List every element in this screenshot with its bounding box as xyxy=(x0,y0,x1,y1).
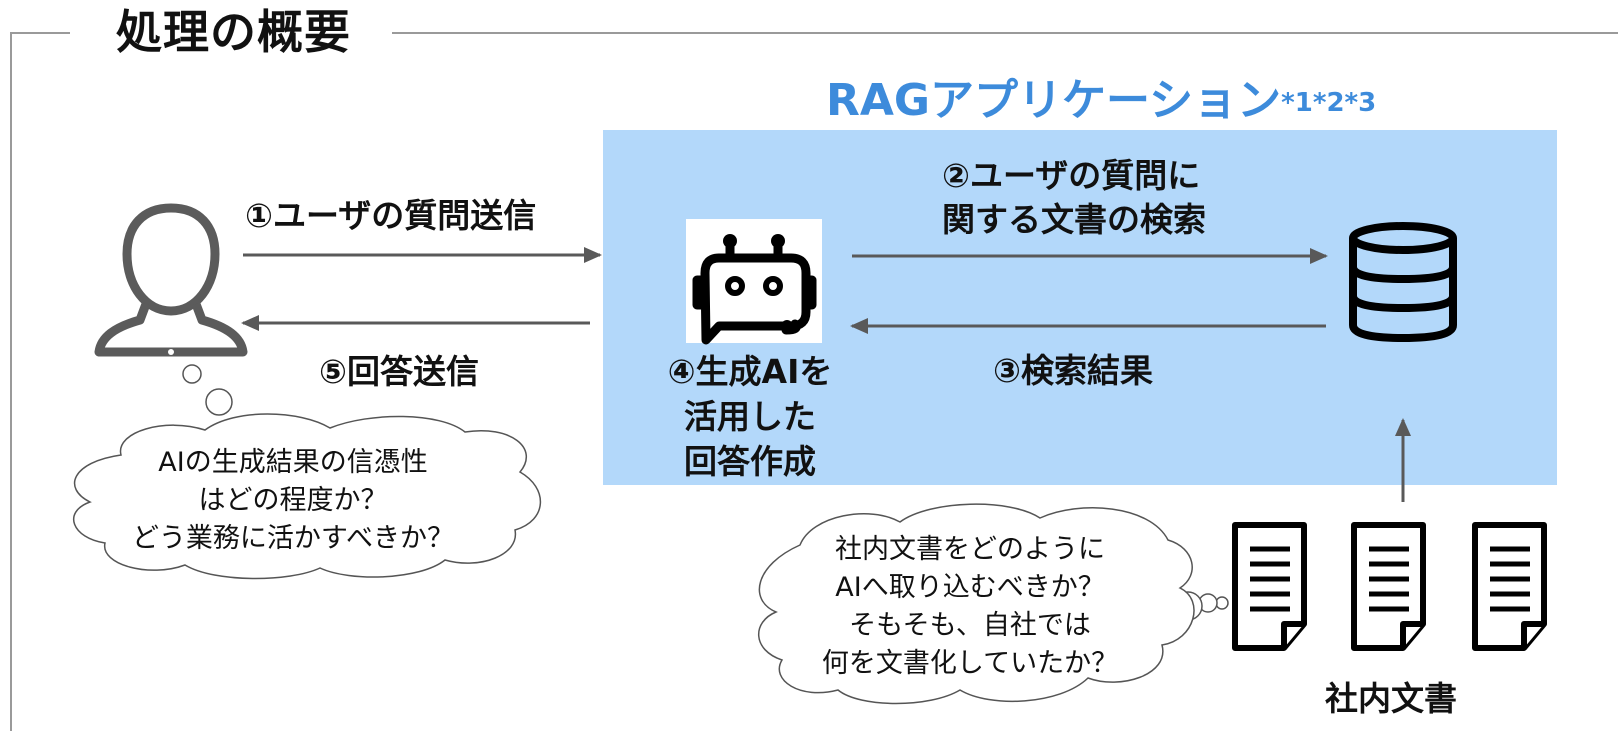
frame-top-left xyxy=(10,32,70,34)
frame-top-right xyxy=(392,32,1618,34)
step4-label-line1: ④生成AIを xyxy=(667,352,833,391)
docs-thought-line4: 何を文書化していたか？ xyxy=(821,648,1119,679)
step4-label-line2: 活用した xyxy=(684,397,816,436)
frame-left xyxy=(10,32,12,731)
docs-thought-cloud xyxy=(758,503,1195,705)
document-lines xyxy=(1250,546,1530,612)
docs-thought-line3: そもそも、自社では xyxy=(849,610,1091,641)
user-thought-cloud xyxy=(72,413,542,580)
docs-thought-line1: 社内文書をどのように xyxy=(835,534,1105,565)
step2-label-line2: 関する文書の検索 xyxy=(942,200,1206,239)
step3-label: ③検索結果 xyxy=(993,351,1153,390)
step5-label: ⑤回答送信 xyxy=(319,352,479,391)
user-thought-line3: どう業務に活かすべきか？ xyxy=(131,523,455,554)
user-thought-line2: はどの程度か？ xyxy=(198,485,388,516)
step2-label-line1: ②ユーザの質問に xyxy=(942,156,1201,195)
thought-dot-docs-small xyxy=(1215,596,1229,610)
internal-docs-label: 社内文書 xyxy=(1325,679,1457,718)
document-icon xyxy=(1232,522,1547,651)
rag-application-title: RAGアプリケーション*1*2*3 xyxy=(826,75,1377,126)
docs-thought-line2: AIへ取り込むべきか？ xyxy=(835,572,1105,603)
user-thought-line1: AIの生成結果の信憑性 xyxy=(158,447,428,478)
page-title: 処理の概要 xyxy=(108,2,359,62)
step4-label-line3: 回答作成 xyxy=(684,442,816,481)
database-icon xyxy=(1349,222,1457,343)
thought-dot-small xyxy=(182,364,202,384)
user-icon xyxy=(94,203,248,357)
step1-label: ①ユーザの質問送信 xyxy=(245,196,537,235)
footnote-marker: *1*2*3 xyxy=(1281,88,1377,118)
thought-dot-medium xyxy=(205,388,233,416)
